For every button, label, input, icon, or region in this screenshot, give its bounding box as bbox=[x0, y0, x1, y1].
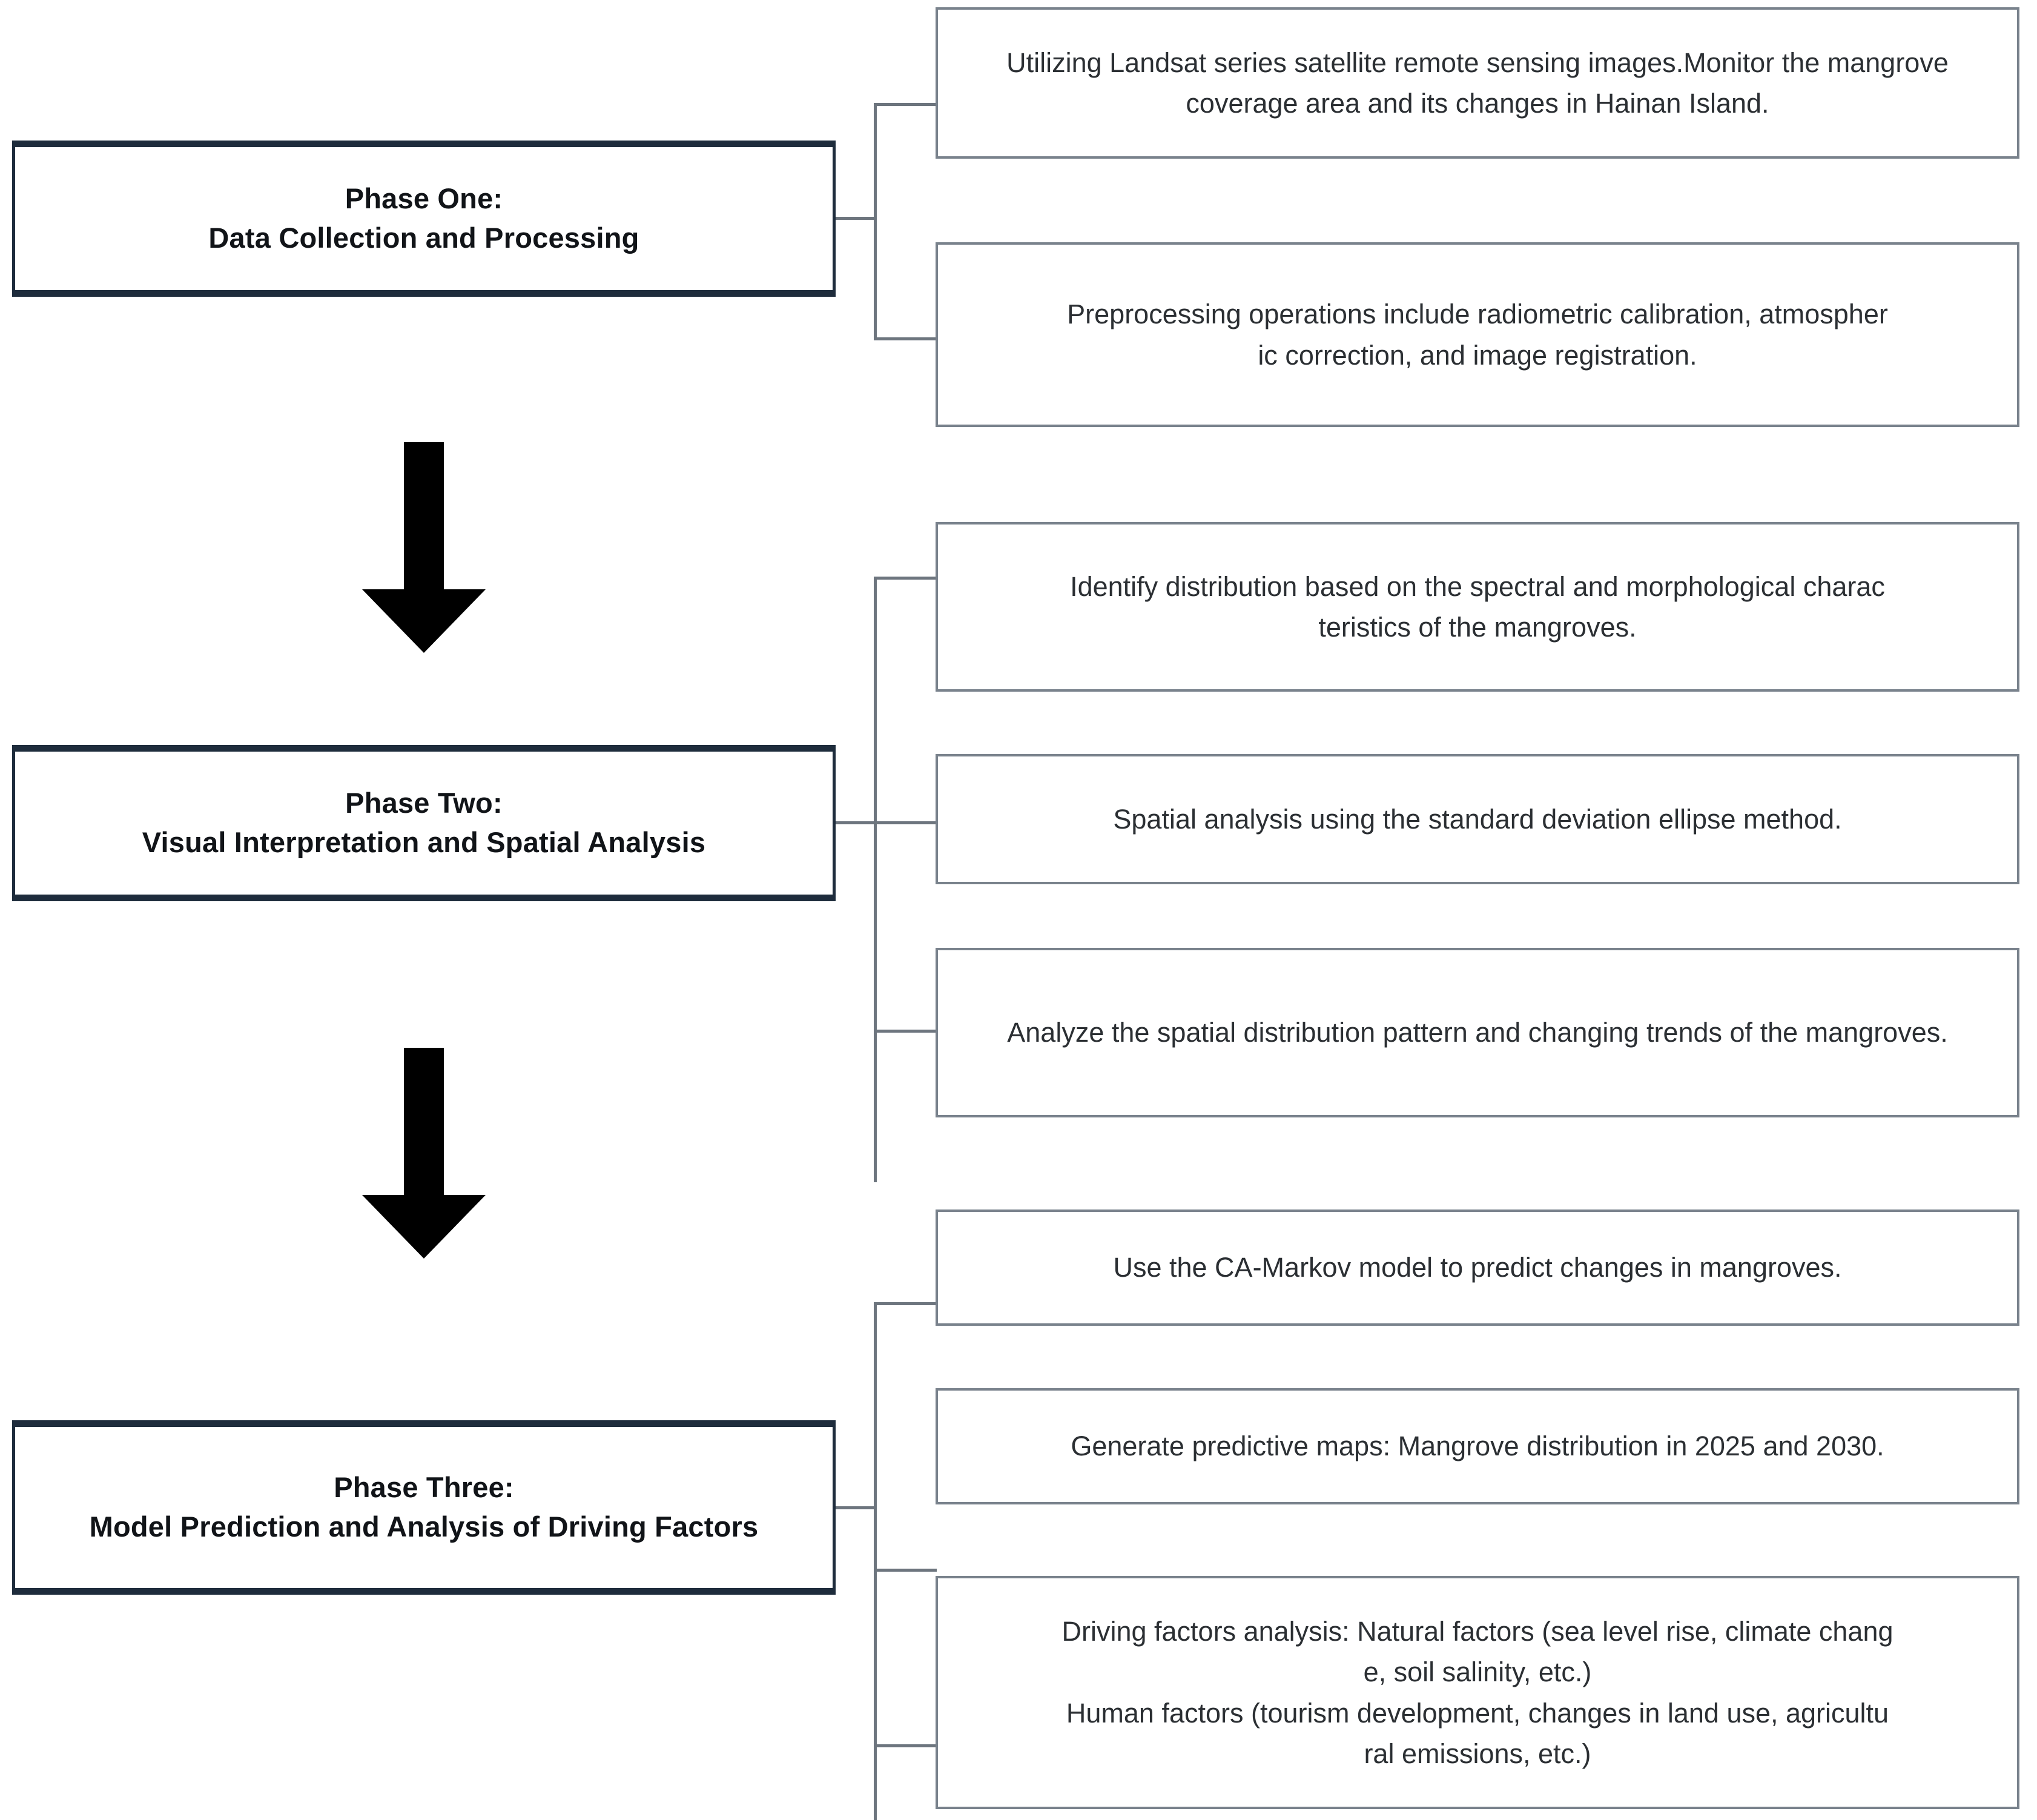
connector-stem-phase-one bbox=[836, 217, 877, 220]
detail-one-a-text: Utilizing Landsat series satellite remot… bbox=[1006, 47, 1949, 119]
down-arrow-one-to-two bbox=[352, 442, 495, 653]
detail-box-one-b[interactable]: Preprocessing operations include radiome… bbox=[936, 242, 2019, 427]
arrow-head bbox=[362, 1195, 486, 1259]
detail-box-three-a[interactable]: Use the CA-Markov model to predict chang… bbox=[936, 1209, 2019, 1326]
phase-two-label: Phase Two: Visual Interpretation and Spa… bbox=[142, 787, 706, 858]
connector-trunk-phase-three bbox=[874, 1302, 877, 1820]
connector-branch-one-a bbox=[874, 103, 937, 106]
phase-three-label: Phase Three: Model Prediction and Analys… bbox=[89, 1471, 759, 1543]
connector-branch-two-c bbox=[874, 1030, 937, 1033]
connector-branch-three-a bbox=[874, 1302, 937, 1305]
phase-box-one[interactable]: Phase One: Data Collection and Processin… bbox=[12, 141, 836, 297]
phase-box-three[interactable]: Phase Three: Model Prediction and Analys… bbox=[12, 1420, 836, 1595]
detail-two-a-text: Identify distribution based on the spect… bbox=[1070, 571, 1885, 643]
detail-box-two-c[interactable]: Analyze the spatial distribution pattern… bbox=[936, 948, 2019, 1117]
detail-box-one-a[interactable]: Utilizing Landsat series satellite remot… bbox=[936, 7, 2019, 159]
arrow-shaft bbox=[404, 1048, 444, 1196]
connector-branch-three-c bbox=[874, 1744, 937, 1747]
arrow-shaft bbox=[404, 442, 444, 591]
detail-two-c-text: Analyze the spatial distribution pattern… bbox=[1007, 1017, 1948, 1048]
arrow-head bbox=[362, 589, 486, 653]
connector-branch-three-b bbox=[874, 1569, 937, 1572]
detail-box-two-a[interactable]: Identify distribution based on the spect… bbox=[936, 522, 2019, 692]
connector-branch-two-a bbox=[874, 577, 937, 580]
detail-box-three-c[interactable]: Driving factors analysis: Natural factor… bbox=[936, 1576, 2019, 1809]
connector-branch-two-b bbox=[874, 821, 937, 824]
down-arrow-two-to-three bbox=[352, 1048, 495, 1259]
detail-box-two-b[interactable]: Spatial analysis using the standard devi… bbox=[936, 754, 2019, 884]
connector-stem-phase-three bbox=[836, 1506, 877, 1509]
phase-box-two[interactable]: Phase Two: Visual Interpretation and Spa… bbox=[12, 745, 836, 901]
detail-three-a-text: Use the CA-Markov model to predict chang… bbox=[1113, 1252, 1842, 1283]
detail-one-b-text: Preprocessing operations include radiome… bbox=[1067, 299, 1888, 371]
connector-branch-one-b bbox=[874, 337, 937, 340]
detail-three-b-text: Generate predictive maps: Mangrove distr… bbox=[1071, 1431, 1884, 1462]
detail-two-b-text: Spatial analysis using the standard devi… bbox=[1113, 803, 1842, 835]
connector-stem-phase-two bbox=[836, 821, 877, 824]
detail-three-c-text: Driving factors analysis: Natural factor… bbox=[1061, 1615, 1893, 1770]
detail-box-three-b[interactable]: Generate predictive maps: Mangrove distr… bbox=[936, 1388, 2019, 1504]
connector-trunk-phase-two bbox=[874, 577, 877, 1182]
phase-one-label: Phase One: Data Collection and Processin… bbox=[208, 182, 639, 254]
connector-trunk-phase-one bbox=[874, 103, 877, 340]
